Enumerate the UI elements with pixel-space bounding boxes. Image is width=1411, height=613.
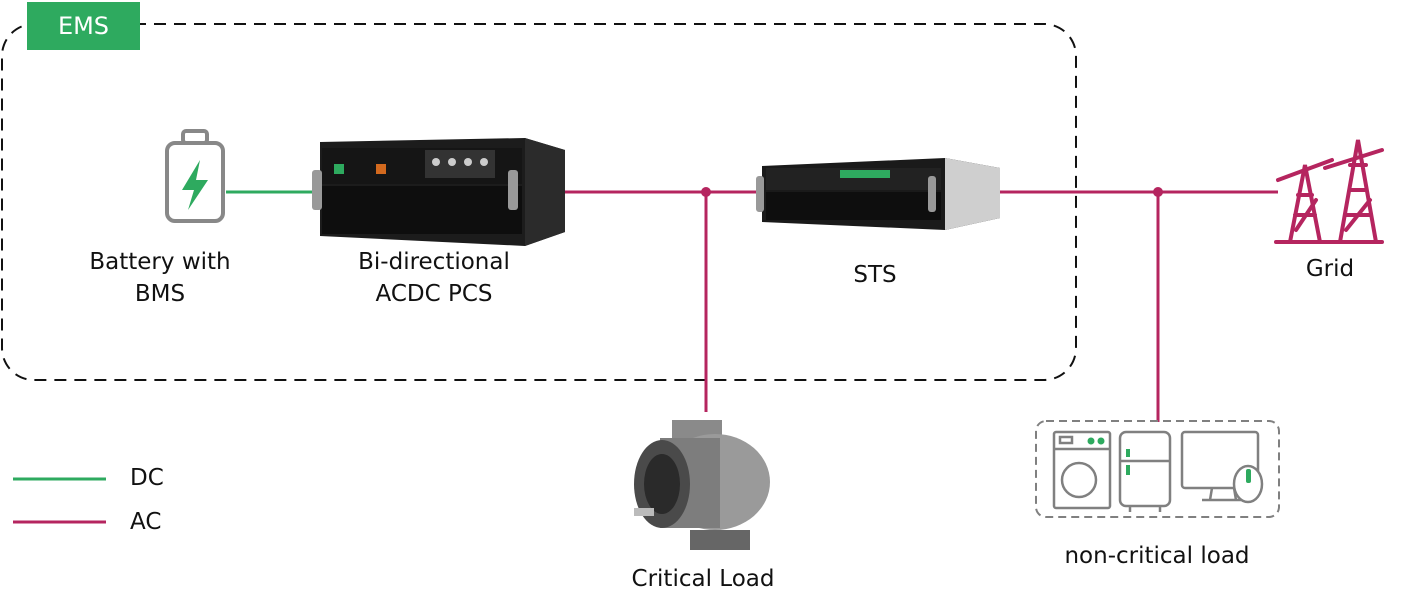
pcs-label-line2: ACDC PCS — [375, 281, 493, 307]
battery-label-line2: BMS — [134, 281, 186, 307]
pcs-device-icon — [312, 138, 565, 246]
junction-critical — [701, 187, 711, 197]
motor-icon — [634, 420, 770, 550]
grid-label: Grid — [1305, 256, 1355, 282]
junction-noncritical — [1153, 187, 1163, 197]
legend-ac-label: AC — [130, 509, 162, 535]
noncritical-load-boundary — [1035, 420, 1280, 518]
noncritical-load-label: non-critical load — [1064, 543, 1250, 569]
pcs-label-line1: Bi-directional — [358, 249, 510, 275]
pcs-label: Bi-directional ACDC PCS — [334, 246, 534, 310]
legend-dc-label: DC — [130, 465, 164, 491]
sts-label: STS — [853, 262, 897, 288]
ac-lines — [562, 190, 1278, 422]
refrigerator-icon — [1118, 430, 1172, 512]
ems-boundary — [1, 23, 1077, 381]
computer-icon — [1180, 430, 1264, 504]
washing-machine-icon — [1052, 430, 1112, 510]
ems-label: EMS — [27, 2, 140, 50]
battery-icon — [165, 129, 225, 223]
grid-tower-icon — [1274, 139, 1384, 244]
battery-label-line1: Battery with — [89, 249, 231, 275]
sts-device-icon — [756, 158, 1000, 230]
battery-label: Battery with BMS — [70, 246, 250, 310]
critical-load-label: Critical Load — [631, 566, 775, 592]
